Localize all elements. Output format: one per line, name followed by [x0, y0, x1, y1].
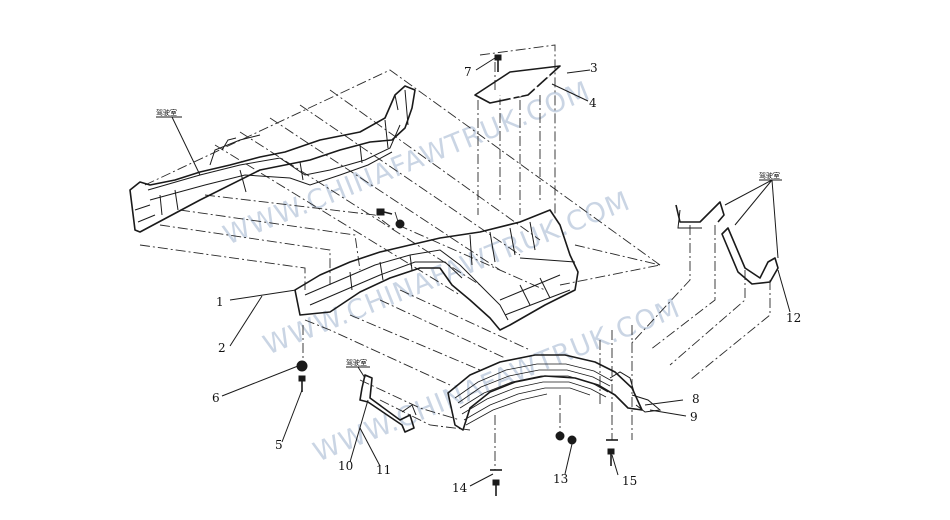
callout-6: 6 [212, 391, 220, 405]
callout-10: 10 [338, 459, 353, 473]
cab-labels: 驾驶室 驾驶室 驾驶室 [156, 108, 782, 379]
cab-label-top-left: 驾驶室 [156, 108, 177, 117]
assembly-lines [139, 44, 771, 470]
cab-label-right: 驾驶室 [759, 171, 780, 180]
wheel-arch-support [294, 209, 579, 331]
bolt-7 [494, 54, 502, 72]
callout-11: 11 [376, 463, 391, 477]
callout-1: 1 [216, 295, 224, 309]
nut-6 [296, 360, 308, 372]
callout-8: 8 [692, 392, 700, 406]
nut-13 [555, 431, 577, 445]
callout-2: 2 [218, 341, 226, 355]
bolt-5 [298, 375, 306, 392]
callout-9: 9 [690, 410, 698, 424]
bracket-lower [359, 374, 417, 433]
bolt-upper-support [376, 208, 405, 229]
callout-3: 3 [590, 61, 598, 75]
cab-label-bottom-left: 驾驶室 [346, 358, 367, 367]
cab-floor-frame [129, 85, 416, 233]
callout-7: 7 [464, 65, 472, 79]
washer-14 [490, 469, 502, 496]
callouts: 1 2 3 4 5 6 7 8 9 10 11 12 13 14 15 [212, 61, 801, 495]
callout-13: 13 [553, 472, 568, 486]
rear-mudguard [447, 354, 662, 431]
callout-12: 12 [786, 311, 801, 325]
fasteners [296, 54, 618, 496]
leader-lines [221, 57, 791, 487]
callout-15: 15 [622, 474, 637, 488]
callout-14: 14 [452, 481, 468, 495]
callout-4: 4 [589, 96, 597, 110]
step-plate [474, 65, 561, 104]
bolt-15 [606, 439, 618, 466]
bracket-right [675, 201, 779, 285]
callout-5: 5 [275, 438, 283, 452]
